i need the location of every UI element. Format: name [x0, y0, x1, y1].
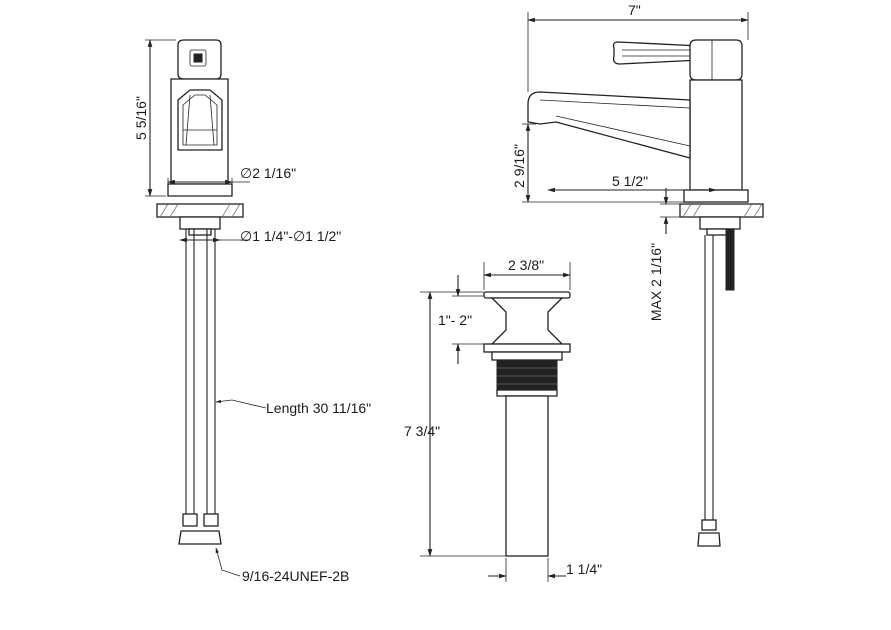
front-view: 5 5/16" ∅2 1/16" ∅1 1/4"-∅1 1/2" Length … — [133, 39, 371, 584]
side-view: 7" 2 9/16" 5 1/2" MAX 2 1/16" — [511, 2, 764, 547]
spout-height-label: 2 9/16" — [511, 144, 527, 188]
hose-length-label: Length 30 11/16" — [266, 400, 371, 416]
thread-spec-label: 9/16-24UNEF-2B — [242, 568, 349, 584]
drain-top-label: 2 3/8" — [508, 257, 544, 273]
spout-reach-label: 5 1/2" — [612, 173, 648, 189]
hole-diameter-label: ∅1 1/4"-∅1 1/2" — [240, 228, 341, 244]
overall-width-label: 7" — [628, 2, 641, 18]
base-diameter-label: ∅2 1/16" — [240, 165, 296, 181]
drain-view: 2 3/8" 1"- 2" 7 3/4" 1 1/4" — [404, 257, 602, 582]
front-height-label: 5 5/16" — [133, 96, 149, 140]
max-deck-label: MAX 2 1/16" — [648, 243, 664, 321]
drain-height-label: 7 3/4" — [404, 423, 440, 439]
drain-pipe-label: 1 1/4" — [566, 561, 602, 577]
drain-adjust-label: 1"- 2" — [438, 312, 472, 328]
